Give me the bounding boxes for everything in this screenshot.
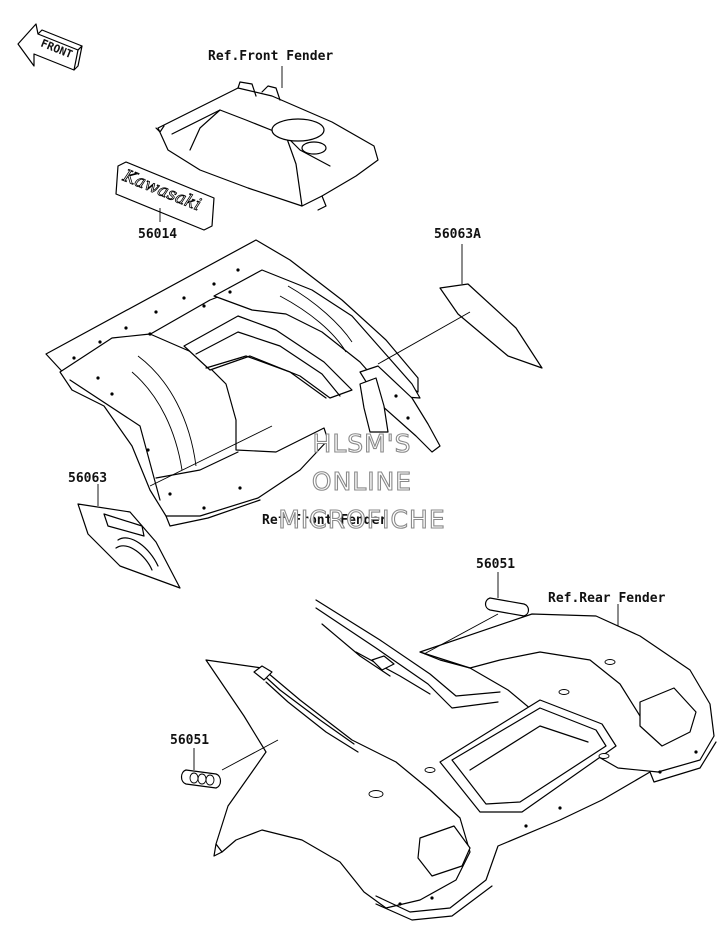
decal-56063A	[439, 283, 543, 369]
label-56051-top	[484, 597, 530, 617]
watermark-line1: HLSM'S	[313, 429, 412, 458]
front-fender-upper	[155, 81, 379, 211]
leader-56051-bottom-b	[221, 739, 279, 771]
label-56051-bottom	[180, 769, 222, 789]
part-56063A: 56063A	[434, 227, 481, 242]
kawasaki-decal: Kawasaki	[115, 161, 215, 231]
watermark-line3: MICROFICHE	[278, 505, 445, 534]
part-56014: 56014	[138, 227, 177, 242]
ref-front-fender-top: Ref.Front Fender	[208, 49, 333, 64]
part-56063: 56063	[68, 471, 107, 486]
leader-56063-b	[149, 425, 273, 487]
decal-56063	[77, 503, 181, 589]
part-56051-bottom: 56051	[170, 733, 209, 748]
front-arrow-icon: FRONT	[17, 23, 83, 71]
ref-rear-fender: Ref.Rear Fender	[548, 591, 666, 606]
leader-56063A	[377, 311, 471, 365]
leader-56051-top-b	[423, 613, 499, 655]
ref-front-fender-mid: Ref.Front Fender	[262, 513, 387, 528]
watermark: HLSM'S ONLINE MICROFICHE	[278, 428, 445, 534]
watermark-line2: ONLINE	[312, 467, 412, 496]
part-56051-top: 56051	[476, 557, 515, 572]
rear-fender	[205, 599, 717, 921]
front-fender-main	[45, 239, 441, 527]
